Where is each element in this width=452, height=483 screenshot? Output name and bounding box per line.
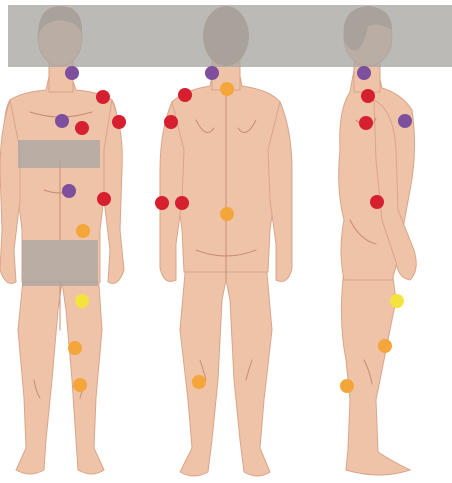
- marker-side-red-chest: [359, 116, 373, 130]
- figure-back: [160, 6, 292, 476]
- marker-front-red-shoulder: [112, 115, 126, 129]
- marker-back-red-arm: [164, 115, 178, 129]
- marker-side-purple-shoulder: [398, 114, 412, 128]
- groin-privacy-bar: [22, 240, 98, 286]
- marker-side-yellow-thigh: [390, 294, 404, 308]
- marker-side-orange-knee: [378, 339, 392, 353]
- back-legs: [180, 262, 272, 476]
- marker-front-purple-abdomen: [62, 184, 76, 198]
- marker-front-yellow-thigh: [75, 294, 89, 308]
- marker-side-red-waist: [370, 195, 384, 209]
- marker-front-orange-shin: [73, 378, 87, 392]
- marker-back-orange-upper-back: [220, 82, 234, 96]
- chest-privacy-bar: [18, 140, 100, 168]
- marker-side-purple-neck: [357, 66, 371, 80]
- marker-front-purple-chest: [55, 114, 69, 128]
- eye-privacy-bar: [8, 5, 452, 67]
- marker-back-red-shoulder: [178, 88, 192, 102]
- marker-front-red-chest: [75, 121, 89, 135]
- marker-front-purple-neck: [65, 66, 79, 80]
- marker-front-orange-knee: [68, 341, 82, 355]
- marker-back-red-elbow-1: [155, 196, 169, 210]
- figure-side: [339, 6, 417, 475]
- marker-side-red-upper-chest: [361, 89, 375, 103]
- marker-back-orange-lower-back: [220, 207, 234, 221]
- marker-back-orange-calf: [192, 375, 206, 389]
- marker-front-red-elbow: [97, 192, 111, 206]
- marker-front-orange-hip: [76, 224, 90, 238]
- marker-back-red-elbow-2: [175, 196, 189, 210]
- marker-side-orange-shin: [340, 379, 354, 393]
- marker-back-purple-neck: [205, 66, 219, 80]
- marker-front-red-shoulder-top: [96, 90, 110, 104]
